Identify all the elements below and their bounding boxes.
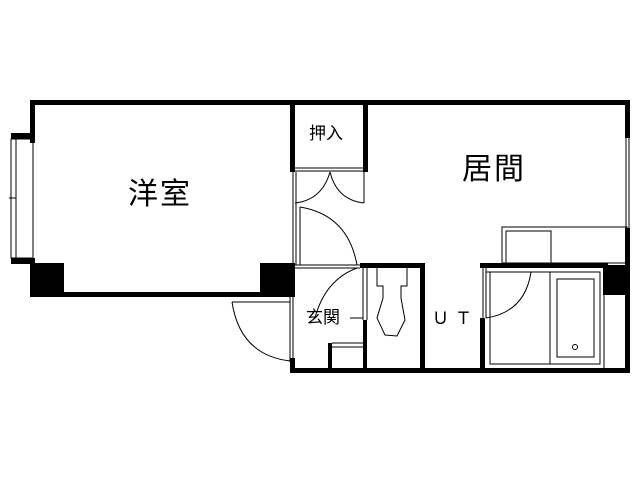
room-label-western: 洋室 xyxy=(128,177,192,212)
room-label-closet: 押入 xyxy=(309,124,343,144)
room-label-living: 居間 xyxy=(462,152,526,187)
walls xyxy=(11,100,630,373)
room-label-entrance: 玄関 xyxy=(306,308,340,328)
thin-lines xyxy=(9,138,630,368)
room-label-utility: ＵＴ xyxy=(432,309,478,329)
